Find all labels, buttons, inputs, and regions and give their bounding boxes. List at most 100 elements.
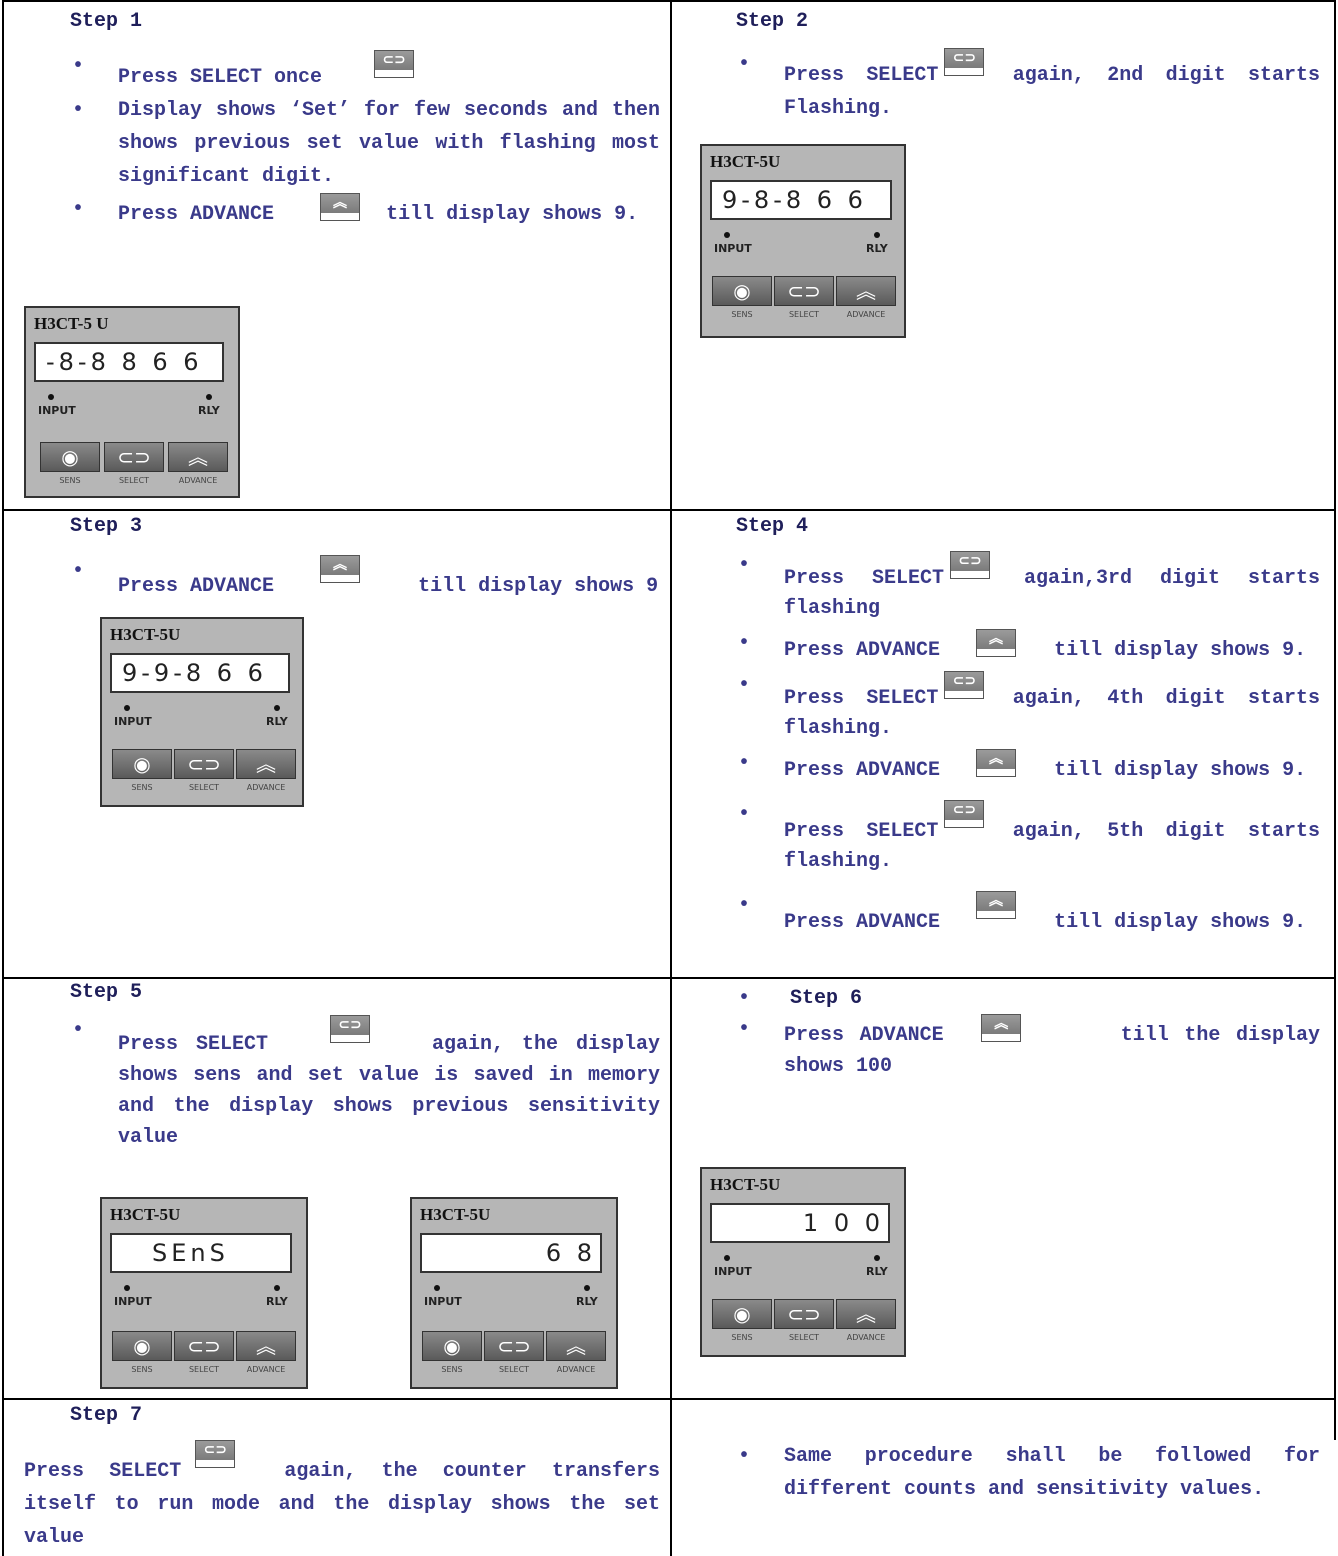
relay-led xyxy=(206,394,212,400)
advance-button: ︽ xyxy=(546,1331,606,1361)
step-title: Step 2 xyxy=(736,10,809,33)
sens-button: ◉ xyxy=(112,749,172,779)
relay-led xyxy=(274,705,280,711)
select-button-label: SELECT xyxy=(788,310,820,319)
select-button: ⊂⊃ xyxy=(484,1331,544,1361)
relay-led xyxy=(274,1285,280,1291)
table-border-left xyxy=(2,0,4,1556)
step-2-cell: Step 2 Press SELECT⊂⊃ again, 2nd digit s… xyxy=(672,2,1334,509)
device-model-label: H3CT-5U xyxy=(110,1205,181,1224)
relay-led-label: RLY xyxy=(266,1295,288,1308)
select-key-icon: ⊂⊃ xyxy=(944,800,985,828)
select-key-icon: ⊂⊃ xyxy=(944,671,985,699)
list-item: Step 6 xyxy=(738,983,1320,1014)
select-button-label: SELECT xyxy=(498,1365,530,1374)
list-item: Press ADVANCE ︽ till display shows 9. xyxy=(738,891,1320,938)
counter-device-illustration: H3CT-5U 9-9-8 6 6 INPUT RLY ◉ ⊂⊃ ︽ SENS … xyxy=(100,617,304,807)
advance-button-label: ADVANCE xyxy=(178,476,218,485)
advance-button-label: ADVANCE xyxy=(846,1333,886,1342)
list-item: Press ADVANCE ︽ till the display shows 1… xyxy=(738,1014,1320,1082)
device-model-label: H3CT-5U xyxy=(710,152,781,171)
device-display: 1 0 0 xyxy=(710,1203,890,1243)
list-item: Press ADVANCE ︽ till display shows 9 xyxy=(72,555,660,603)
select-key-icon: ⊂⊃ xyxy=(950,551,990,579)
device-display: 6 8 xyxy=(420,1233,602,1273)
sens-button: ◉ xyxy=(712,276,772,306)
select-button-label: SELECT xyxy=(118,476,150,485)
select-button: ⊂⊃ xyxy=(174,749,234,779)
advance-button: ︽ xyxy=(236,749,296,779)
list-item: Press ADVANCE ︽ till display shows 9. xyxy=(738,749,1320,786)
sens-button-label: SENS xyxy=(441,1365,463,1374)
advance-button: ︽ xyxy=(236,1331,296,1361)
counter-device-illustration: H3CT-5U 9-8-8 6 6 INPUT RLY ◉ ⊂⊃ ︽ SENS … xyxy=(700,144,906,338)
step-title: Step 4 xyxy=(736,515,809,538)
advance-key-icon: ︽ xyxy=(320,555,361,583)
select-button: ⊂⊃ xyxy=(104,442,164,472)
select-key-icon: ⊂⊃ xyxy=(330,1015,370,1043)
input-led-label: INPUT xyxy=(714,1265,752,1278)
device-model-label: H3CT-5 U xyxy=(34,314,109,333)
sens-button: ◉ xyxy=(422,1331,482,1361)
input-led xyxy=(124,705,130,711)
device-model-label: H3CT-5U xyxy=(110,625,181,644)
advance-button-label: ADVANCE xyxy=(246,783,286,792)
device-display: -8-8 8 6 6 xyxy=(34,342,224,382)
counter-device-illustration: H3CT-5U SEnS INPUT RLY ◉ ⊂⊃ ︽ SENS SELEC… xyxy=(100,1197,308,1389)
input-led-label: INPUT xyxy=(424,1295,462,1308)
step-5-bullets: Press SELECT ⊂⊃ again, the display shows… xyxy=(72,1015,660,1153)
step-title: Step 3 xyxy=(70,515,143,538)
note-bullets: Same procedure shall be followed for dif… xyxy=(738,1440,1320,1506)
sens-button-label: SENS xyxy=(131,783,153,792)
input-led-label: INPUT xyxy=(714,242,752,255)
list-item: Press ADVANCE ︽ till display shows 9. xyxy=(72,193,660,231)
sens-button-label: SENS xyxy=(131,1365,153,1374)
sens-button: ◉ xyxy=(40,442,100,472)
input-led xyxy=(48,394,54,400)
step-1-bullets: Press SELECT once⊂⊃ Display shows ‘Set’ … xyxy=(72,50,660,231)
step-6-bullets: Step 6 Press ADVANCE ︽ till the display … xyxy=(738,983,1320,1082)
relay-led-label: RLY xyxy=(266,715,288,728)
device-display: 9-9-8 6 6 xyxy=(110,653,290,693)
input-led xyxy=(724,232,730,238)
select-key-icon: ⊂⊃ xyxy=(195,1440,236,1468)
list-item: Press SELECT⊂⊃ again, 2nd digit starts F… xyxy=(738,48,1320,125)
step-title: Step 7 xyxy=(70,1404,143,1427)
table-row-divider-2 xyxy=(2,977,1336,979)
select-button: ⊂⊃ xyxy=(174,1331,234,1361)
step-title: Step 1 xyxy=(70,10,143,33)
input-led xyxy=(724,1255,730,1261)
input-led-label: INPUT xyxy=(114,1295,152,1308)
table-column-divider xyxy=(670,0,672,1556)
advance-button: ︽ xyxy=(168,442,228,472)
advance-key-icon: ︽ xyxy=(976,891,1017,919)
select-button: ⊂⊃ xyxy=(774,276,834,306)
advance-key-icon: ︽ xyxy=(976,749,1017,777)
sens-button-label: SENS xyxy=(731,310,753,319)
select-button-label: SELECT xyxy=(788,1333,820,1342)
table-row-divider-1 xyxy=(2,509,1336,511)
sens-button: ◉ xyxy=(712,1299,772,1329)
advance-button-label: ADVANCE xyxy=(556,1365,596,1374)
step-6-cell: Step 6 Press ADVANCE ︽ till the display … xyxy=(672,979,1334,1398)
advance-key-icon: ︽ xyxy=(320,193,361,221)
table-row-divider-3 xyxy=(2,1398,1336,1400)
input-led-label: INPUT xyxy=(38,404,76,417)
relay-led-label: RLY xyxy=(866,242,888,255)
step-3-cell: Step 3 Press ADVANCE ︽ till display show… xyxy=(4,511,670,977)
select-button: ⊂⊃ xyxy=(774,1299,834,1329)
select-key-icon: ⊂⊃ xyxy=(944,48,985,76)
note-cell: Same procedure shall be followed for dif… xyxy=(672,1400,1334,1556)
list-item: Press SELECT⊂⊃ again,3rd digit starts fl… xyxy=(738,551,1320,624)
relay-led xyxy=(874,1255,880,1261)
select-button-label: SELECT xyxy=(188,783,220,792)
counter-device-illustration: H3CT-5U 1 0 0 INPUT RLY ◉ ⊂⊃ ︽ SENS SELE… xyxy=(700,1167,906,1357)
advance-key-icon: ︽ xyxy=(976,629,1017,657)
step-3-bullets: Press ADVANCE ︽ till display shows 9 xyxy=(72,555,660,603)
step-4-cell: Step 4 Press SELECT⊂⊃ again,3rd digit st… xyxy=(672,511,1334,977)
input-led-label: INPUT xyxy=(114,715,152,728)
sens-button-label: SENS xyxy=(731,1333,753,1342)
list-item: Display shows ‘Set’ for few seconds and … xyxy=(72,94,660,193)
list-item: Press SELECT once⊂⊃ xyxy=(72,50,660,94)
input-led xyxy=(124,1285,130,1291)
